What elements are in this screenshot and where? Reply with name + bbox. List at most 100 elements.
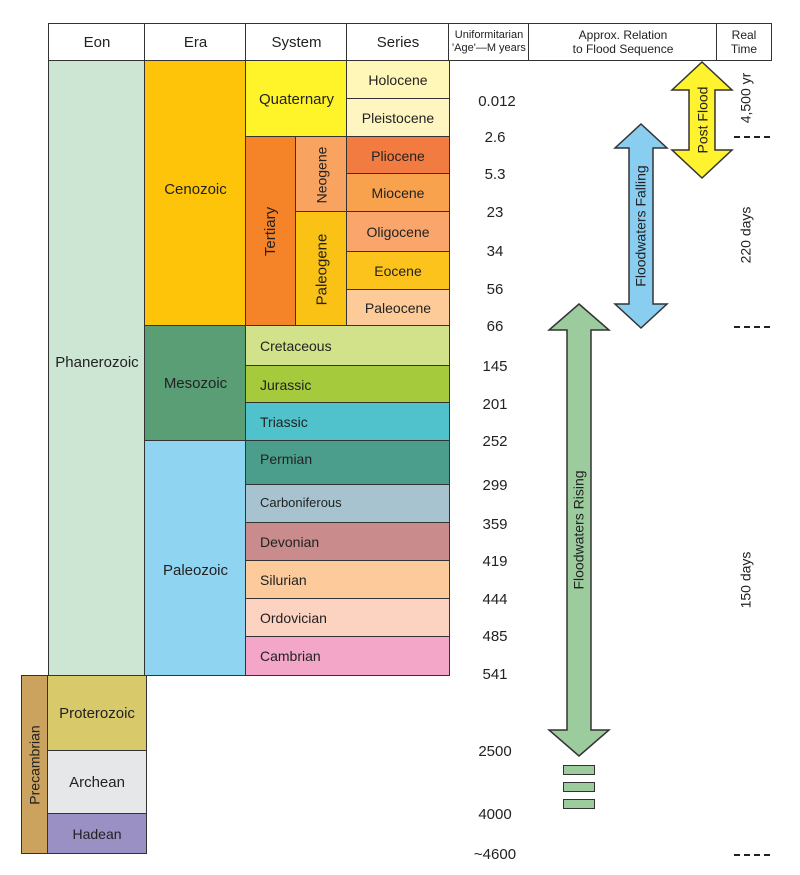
age-17: 4000 [478,806,512,823]
series-oligocene: Oligocene [346,211,450,253]
age-3: 23 [486,204,504,221]
system-cambrian: Cambrian [245,636,450,676]
system-quaternary: Quaternary [245,60,348,138]
floodwaters-falling-label-wrap: Floodwaters Falling [613,122,669,330]
series-miocene: Miocene [346,173,450,213]
real-time-falling-wrap: 220 days [730,180,760,290]
floodwaters-rising-label: Floodwaters Rising [571,470,587,590]
system-ordovician-label: Ordovician [260,610,327,626]
header-real-time: Real Time [716,23,772,61]
eon-precambrian-label: Precambrian [26,724,43,805]
header-relation-line2: to Flood Sequence [572,42,674,56]
era-cenozoic: Cenozoic [144,60,247,327]
header-relation: Approx. Relation to Flood Sequence [528,23,718,61]
system-carboniferous: Carboniferous [245,484,450,524]
series-eocene: Eocene [346,251,450,291]
post-flood-label-wrap: Post Flood [670,60,734,180]
header-series-label: Series [376,33,420,51]
header-relation-line1: Approx. Relation [578,28,668,42]
series-paleocene: Paleocene [346,289,450,327]
eon-archean: Archean [47,750,147,815]
age-4: 34 [486,243,504,260]
header-era-label: Era [183,33,208,51]
system-devonian-label: Devonian [260,534,320,550]
header-age: Uniformitarian 'Age'—M years [448,23,530,61]
header-eon: Eon [48,23,146,61]
series-pliocene: Pliocene [346,136,450,175]
divider-dash-1 [734,136,770,138]
era-mesozoic-label: Mesozoic [163,375,228,392]
real-time-rising-label: 150 days [737,551,754,609]
age-18: ~4600 [473,846,517,863]
header-realtime-line2: Time [730,42,758,56]
eon-hadean: Hadean [47,813,147,854]
eon-phanerozoic: Phanerozoic [48,60,146,676]
era-mesozoic: Mesozoic [144,325,247,442]
sediment-bar-3 [563,799,595,809]
floodwaters-falling-label: Floodwaters Falling [633,165,650,287]
divider-dash-3 [734,854,770,856]
eon-precambrian: Precambrian [21,675,48,854]
eon-proterozoic: Proterozoic [47,675,147,752]
eon-phanerozoic-label: Phanerozoic [55,353,139,371]
real-time-post-wrap: 4,500 yr [730,62,760,134]
era-paleozoic-label: Paleozoic [162,561,229,579]
system-neogene: Neogene [295,136,348,213]
series-pleistocene: Pleistocene [346,98,450,138]
age-16: 2500 [478,743,512,760]
system-tertiary-label: Tertiary [262,206,280,257]
series-pliocene-label: Pliocene [371,147,425,164]
system-jurassic-label: Jurassic [260,376,312,393]
system-cretaceous-label: Cretaceous [260,338,332,354]
series-pleistocene-label: Pleistocene [361,110,435,126]
age-5: 56 [486,281,504,298]
age-9: 252 [482,433,508,450]
age-6: 66 [486,318,504,335]
floodwaters-rising-label-wrap: Floodwaters Rising [547,302,611,758]
era-cenozoic-label: Cenozoic [164,181,227,198]
system-cambrian-label: Cambrian [260,648,321,664]
eon-hadean-label: Hadean [72,825,122,842]
age-0: 0.012 [478,93,516,110]
series-holocene-label: Holocene [368,72,428,88]
header-era: Era [144,23,247,61]
age-13: 444 [482,591,508,608]
eon-proterozoic-label: Proterozoic [59,705,135,722]
post-flood-label: Post Flood [694,86,710,154]
system-neogene-label: Neogene [313,146,330,203]
real-time-falling-label: 220 days [737,206,754,264]
system-ordovician: Ordovician [245,598,450,638]
system-carboniferous-label: Carboniferous [260,494,342,510]
age-14: 485 [482,628,508,645]
floodwaters-rising-arrow [546,303,612,757]
system-paleogene-label: Paleogene [313,233,331,305]
sediment-bar-1 [563,765,595,775]
real-time-rising-wrap: 150 days [730,520,760,640]
system-cretaceous: Cretaceous [245,325,450,367]
system-permian-label: Permian [260,451,313,467]
system-quaternary-label: Quaternary [258,90,335,108]
header-age-line2: 'Age'—M years [452,42,526,54]
series-paleocene-label: Paleocene [364,300,432,316]
system-triassic-label: Triassic [260,414,308,430]
series-eocene-label: Eocene [374,263,422,279]
header-age-line1: Uniformitarian [454,29,524,41]
age-15: 541 [482,666,508,683]
age-7: 145 [482,358,508,375]
system-permian: Permian [245,440,450,486]
era-paleozoic: Paleozoic [144,440,247,676]
system-tertiary: Tertiary [245,136,297,327]
age-10: 299 [482,477,508,494]
real-time-post-label: 4,500 yr [737,72,753,124]
divider-dash-2 [734,326,770,328]
series-holocene: Holocene [346,60,450,100]
age-2: 5.3 [484,166,506,183]
header-realtime-line1: Real [731,28,757,42]
age-1: 2.6 [484,129,506,146]
system-silurian: Silurian [245,560,450,600]
series-miocene-label: Miocene [371,185,425,201]
header-system: System [245,23,348,61]
eon-archean-label: Archean [69,774,125,791]
system-triassic: Triassic [245,402,450,442]
header-eon-label: Eon [83,33,111,51]
